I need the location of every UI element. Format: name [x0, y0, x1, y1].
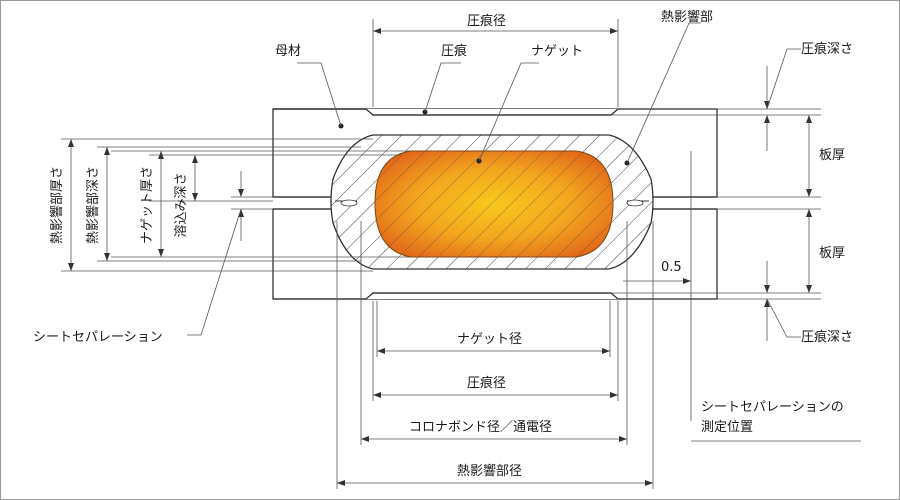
label-plate-thickness-top: 板厚 [819, 148, 845, 163]
label-sheet-separation: シートセパレーション [33, 330, 163, 345]
label-haz: 熱影響部 [661, 9, 713, 25]
label-penetration-depth: 溶込み深さ [174, 172, 189, 237]
label-nugget: ナゲット [531, 44, 583, 59]
nugget [374, 150, 614, 258]
label-indentation-diameter-top: 圧痕径 [467, 13, 506, 29]
label-haz-diameter: 熱影響部径 [457, 463, 522, 479]
label-plate-thickness-bottom: 板厚 [819, 246, 845, 261]
label-dim-05: 0.5 [661, 260, 682, 275]
label-nugget-diameter: ナゲット径 [457, 332, 522, 347]
label-indentation: 圧痕 [441, 43, 467, 59]
label-nugget-thickness: ナゲット厚さ [140, 166, 155, 244]
label-indentation-depth-top: 圧痕深さ [801, 41, 853, 57]
label-sheet-separation-position-1: シートセパレーションの [701, 400, 844, 415]
label-haz-depth: 熱影響部深さ [85, 166, 101, 244]
label-haz-thickness: 熱影響部厚さ [49, 166, 65, 244]
label-indentation-diameter-bottom: 圧痕径 [467, 375, 506, 391]
label-indentation-depth-bottom: 圧痕深さ [801, 329, 853, 345]
label-sheet-separation-position-2: 測定位置 [701, 420, 753, 435]
label-base-metal: 母材 [275, 44, 301, 59]
label-corona-bond-diameter: コロナボンド径／通電径 [409, 420, 552, 435]
